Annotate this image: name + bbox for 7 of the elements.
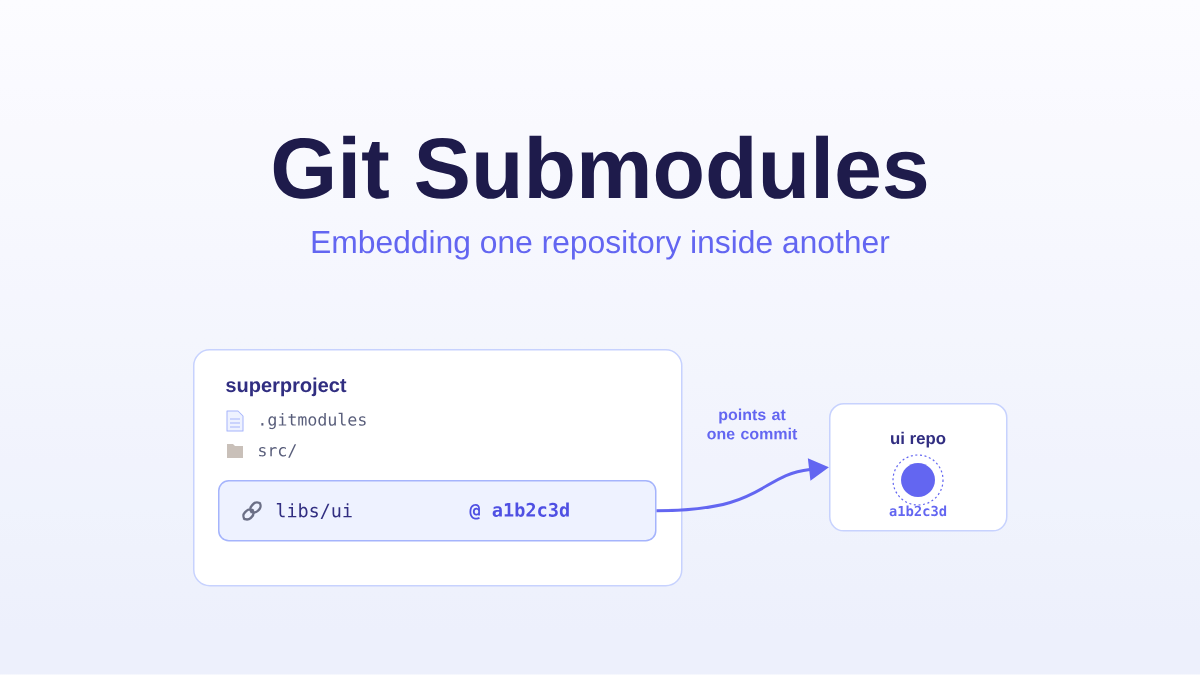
file-name: .gitmodules (261, 412, 366, 430)
commit-hash: @ a1b2c3d (469, 502, 569, 520)
edge-label: points at one commit (707, 408, 798, 440)
title: Git Submodules (273, 135, 927, 199)
commit-hash: a1b2c3d (889, 505, 947, 517)
subtitle: Embedding one repository inside another (312, 229, 890, 260)
folder-name: src/ (259, 444, 297, 458)
